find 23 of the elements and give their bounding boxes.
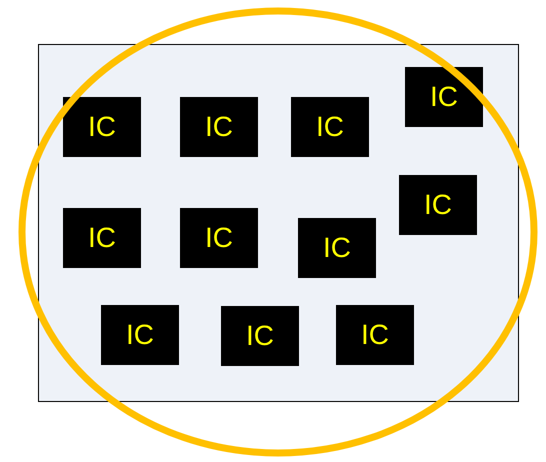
ic-label: IC [361,321,389,349]
ic-box [336,305,414,365]
ic-box [63,97,141,157]
ic-label: IC [430,83,458,111]
ic-label: IC [88,113,116,141]
ic-box [291,97,369,157]
ic-box [405,67,483,127]
ic-label: IC [205,224,233,252]
ic-box [221,306,299,366]
panel-box [38,44,519,402]
ic-box [399,175,477,235]
ic-label: IC [126,321,154,349]
ic-box [101,305,179,365]
ic-box [298,218,376,278]
ic-label: IC [323,234,351,262]
ic-label: IC [88,224,116,252]
ic-box [180,208,258,268]
ic-label: IC [316,113,344,141]
ic-box [180,97,258,157]
ic-box [63,208,141,268]
ic-label: IC [424,191,452,219]
ic-label: IC [205,113,233,141]
ic-label: IC [246,322,274,350]
